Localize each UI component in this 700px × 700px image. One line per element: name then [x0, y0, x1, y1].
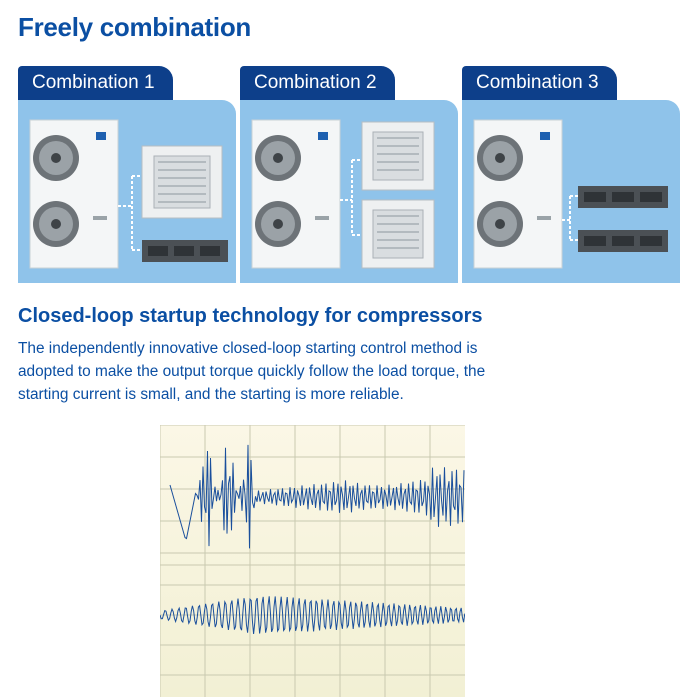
combination-card-2: Combination 2 [240, 66, 458, 286]
section-title: Closed-loop startup technology for compr… [18, 305, 483, 327]
startup-current-waveform [169, 444, 465, 549]
combination-panel [18, 100, 236, 283]
combination-panel [240, 100, 458, 283]
torque-waveform [160, 596, 465, 635]
duct-unit-icon [578, 230, 668, 252]
cassette-unit-icon [141, 145, 223, 219]
combination-card-3: Combination 3 [462, 66, 680, 286]
waveform-figure [160, 425, 465, 697]
cassette-unit-icon [361, 121, 435, 191]
outdoor-unit-icon [29, 119, 119, 269]
duct-unit-icon [578, 186, 668, 208]
combination-tab-label: Combination 3 [462, 66, 617, 100]
section-description: The independently innovative closed-loop… [18, 340, 486, 403]
page-title: Freely combination [18, 12, 251, 42]
outdoor-unit-icon [251, 119, 341, 269]
combination-panel [462, 100, 680, 283]
combination-card-1: Combination 1 [18, 66, 236, 286]
duct-unit-icon [142, 240, 228, 262]
combination-tab-label: Combination 2 [240, 66, 395, 100]
cassette-unit-icon [361, 199, 435, 269]
combination-tab-label: Combination 1 [18, 66, 173, 100]
outdoor-unit-icon [473, 119, 563, 269]
